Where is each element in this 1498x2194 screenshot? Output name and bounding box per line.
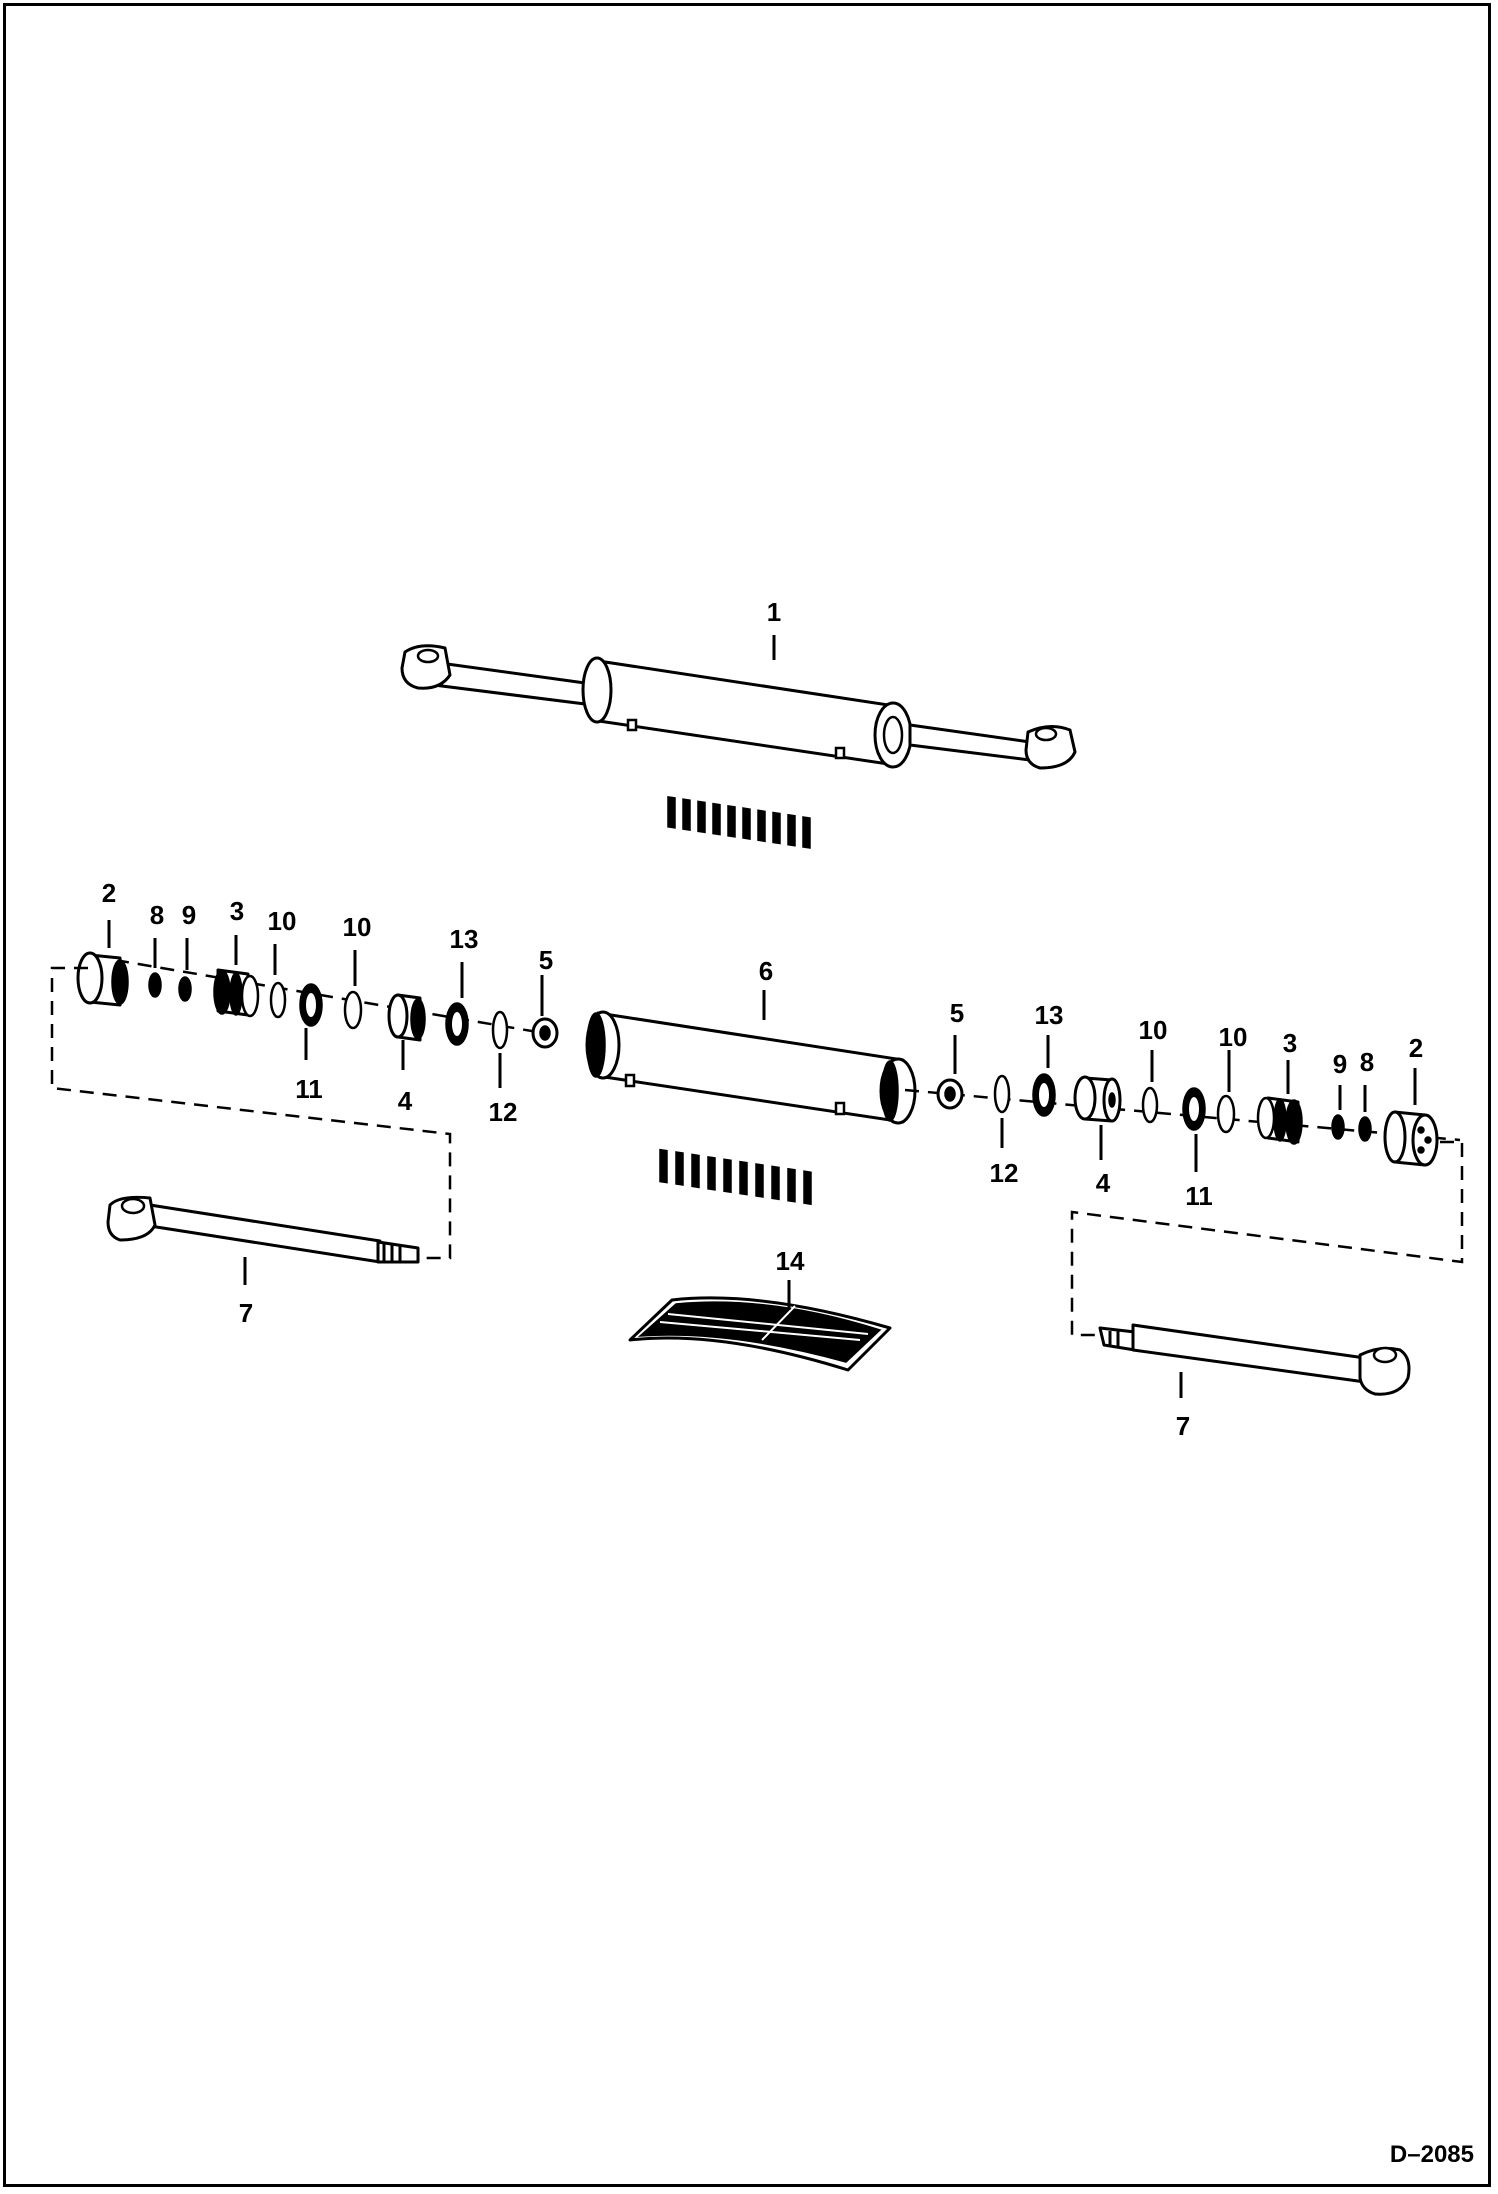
seal-kit (628, 1296, 892, 1372)
cylinder-barrel (585, 1010, 917, 1206)
callout-5-right: 5 (950, 998, 964, 1028)
callout-8-right: 8 (1360, 1047, 1374, 1077)
left-exploded-row (76, 951, 559, 1050)
left-seal-9 (178, 976, 192, 1002)
right-piston (1073, 1075, 1097, 1121)
callout-9-right: 9 (1333, 1049, 1347, 1079)
callout-3-left: 3 (230, 896, 244, 926)
right-end-cap-bolt-c (1417, 1146, 1425, 1154)
drawing-id: D–2085 (1390, 2141, 1474, 2168)
barrel-port-right (834, 1101, 846, 1116)
assembled-cylinder (400, 644, 1077, 849)
left-oring-10b (343, 990, 363, 1030)
left-seal-11-inner (306, 993, 316, 1017)
left-gland (213, 969, 231, 1015)
right-gland (1256, 1096, 1276, 1140)
left-backup-ring-12 (491, 1010, 509, 1050)
barrel-left-ring (586, 1012, 606, 1078)
assembled-port-left (626, 718, 638, 732)
seal-kit-fold (761, 1305, 796, 1341)
right-nut-hole (944, 1086, 956, 1102)
callout-2-left: 2 (102, 878, 116, 908)
left-piston-face (410, 998, 426, 1040)
right-rod (1098, 1323, 1411, 1396)
right-seal-8 (1358, 1116, 1372, 1142)
callout-4-right: 4 (1096, 1168, 1111, 1198)
callout-12-right: 12 (990, 1158, 1019, 1188)
callout-1: 1 (767, 597, 781, 627)
right-end-cap-back (1383, 1110, 1407, 1164)
assembled-right-rod (908, 723, 1032, 762)
callout-2-right: 2 (1409, 1033, 1423, 1063)
assembled-barrel-ribs (667, 795, 811, 849)
right-center-line (904, 1088, 1461, 1142)
left-rod-thread (376, 1240, 420, 1264)
barrel-body (596, 1011, 905, 1124)
right-gland-ring (1273, 1098, 1287, 1142)
callout-11-right: 11 (1185, 1181, 1213, 1211)
assembled-left-cap (581, 656, 613, 724)
right-end-cap-bolt-b (1424, 1136, 1432, 1144)
assembled-left-eye-hole (416, 648, 440, 664)
right-piston-hole (1108, 1092, 1116, 1108)
left-rod-shaft (148, 1203, 382, 1264)
callout-5-left: 5 (539, 945, 553, 975)
right-exploded-row (904, 1073, 1461, 1167)
callout-8-left: 8 (150, 900, 164, 930)
assembled-right-eye-hole (1034, 726, 1058, 742)
callout-11-left: 11 (295, 1074, 323, 1104)
right-end-cap-bolt-a (1417, 1126, 1425, 1134)
right-wear-ring-inner (1039, 1083, 1049, 1107)
right-rod-relation-box (1070, 1140, 1464, 1337)
left-rod-relation-box (50, 966, 452, 1260)
leader-lines (107, 635, 1417, 1398)
barrel-port-left (624, 1073, 636, 1088)
callout-14: 14 (776, 1246, 805, 1276)
left-rod (106, 1195, 420, 1264)
assembled-barrel (590, 658, 897, 767)
right-rod-eye-hole (1372, 1346, 1398, 1364)
right-seal-9 (1331, 1114, 1345, 1140)
callout-10-left-a: 10 (268, 906, 297, 936)
callout-7-right: 7 (1176, 1411, 1190, 1441)
right-oring-10b (1216, 1094, 1236, 1134)
right-backup-ring-12 (993, 1074, 1011, 1114)
right-gland-face (1285, 1099, 1303, 1145)
callout-6: 6 (759, 956, 773, 986)
left-end-cap (76, 951, 104, 1005)
left-wear-ring-inner (452, 1012, 462, 1036)
left-rod-eye-hole (120, 1197, 146, 1215)
callout-4-left: 4 (398, 1086, 413, 1116)
callout-12-left: 12 (489, 1097, 518, 1127)
left-seal-8 (148, 972, 162, 998)
callout-7-left: 7 (239, 1298, 253, 1328)
left-gland-face (240, 974, 260, 1018)
left-end-cap-face (111, 959, 129, 1005)
callout-labels: 1 2 8 9 3 10 10 13 5 11 4 12 6 5 13 10 1… (102, 597, 1423, 1441)
callout-9-left: 9 (182, 900, 196, 930)
right-oring-10a (1141, 1086, 1159, 1124)
left-oring-10a (269, 981, 287, 1019)
left-center-line (114, 958, 556, 1037)
right-rod-shaft (1131, 1323, 1367, 1384)
right-seal-11-inner (1189, 1097, 1199, 1121)
left-piston (387, 993, 409, 1039)
callout-10-right-b: 10 (1219, 1022, 1248, 1052)
callout-13-right: 13 (1035, 1000, 1064, 1030)
assembled-right-cap-ring (882, 715, 904, 755)
seal-kit-stripe-b (667, 1313, 869, 1335)
left-gland-ring (229, 972, 243, 1016)
callout-10-right-a: 10 (1139, 1015, 1168, 1045)
barrel-right-ring (881, 1060, 899, 1122)
callout-10-left-b: 10 (343, 912, 372, 942)
left-nut-hole (539, 1025, 551, 1041)
assembled-port-right (834, 746, 846, 760)
seal-kit-stripe-a (659, 1321, 861, 1341)
barrel-ribs (659, 1148, 812, 1206)
callout-13-left: 13 (450, 924, 479, 954)
callout-3-right: 3 (1283, 1028, 1297, 1058)
